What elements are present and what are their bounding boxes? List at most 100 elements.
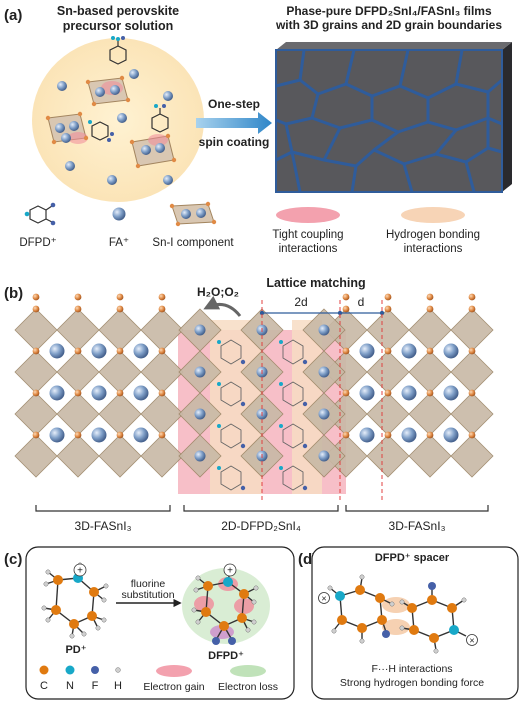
atom-carbon-swatch (39, 665, 49, 675)
iodide-ion (158, 431, 166, 439)
legend-dfpd-label: DFPD⁺ (19, 237, 56, 249)
iodide-ion (74, 389, 82, 397)
legend-sni-icon (169, 201, 217, 227)
electron-gain-swatch (156, 665, 192, 677)
atom-label: F (92, 680, 99, 692)
spacer-ring (282, 381, 304, 407)
fluorine-substitution-line2: substitution (121, 589, 174, 601)
fa-cation (133, 343, 149, 359)
iodide-ion (384, 305, 392, 313)
iodide-ion (74, 347, 82, 355)
dfpd-molecule-3 (151, 104, 169, 133)
iodide-ion (74, 305, 82, 313)
sn-octahedron (98, 308, 142, 352)
fa-cation (401, 385, 417, 401)
pd-molecule: + (41, 562, 109, 639)
sn-octahedron (450, 350, 494, 394)
grain-boundaries (275, 49, 503, 193)
sn-octahedron (14, 392, 58, 436)
panel-label-a: (a) (4, 7, 22, 24)
panel-a-legend: DFPD⁺ FA⁺ Sn-I component Tight coupling … (19, 201, 480, 255)
sn-octahedron (14, 308, 58, 352)
atom-legend: C N F H Electron gain Electron loss (39, 665, 278, 693)
svg-text:+: + (77, 566, 83, 577)
iodide-ion (384, 389, 392, 397)
fa-cation (443, 427, 459, 443)
sn-octahedron (14, 434, 58, 478)
fluorine-atom (240, 401, 246, 407)
nitrogen-atom (279, 382, 283, 386)
iodide-ion (426, 305, 434, 313)
sn-center (194, 324, 206, 336)
spin-coating-arrow (196, 112, 272, 134)
legend-dfpd-icon (24, 202, 56, 226)
region-brackets (35, 505, 489, 512)
panel-d-box (311, 546, 519, 700)
legend-tight-coupling-line1: Tight coupling (272, 229, 343, 241)
iodide-ion (468, 347, 476, 355)
spin-coating-label-line1: One-step (208, 97, 260, 111)
lattice-matching-label: Lattice matching (266, 276, 365, 290)
region-label-middle: 2D-DFPD₂SnI₄ (221, 519, 301, 533)
solution-molecules (45, 36, 177, 185)
dimension-2d-label: 2d (294, 295, 307, 309)
spacer-ring (220, 381, 242, 407)
iodide-ion (32, 293, 40, 301)
sn-octahedron (98, 350, 142, 394)
sn-octahedron (366, 350, 410, 394)
fa-cation (91, 343, 107, 359)
positive-charge-icon (318, 592, 330, 604)
sn-center (318, 324, 330, 336)
spacer-molecule-left: × (318, 574, 395, 644)
iodide-ion (32, 431, 40, 439)
legend-tight-coupling-swatch (276, 207, 340, 223)
film-title-line2: with 3D grains and 2D grain boundaries (275, 18, 502, 32)
film-title-line1: Phase-pure DFPD₂SnI₄/FASnI₃ films (286, 4, 492, 18)
atom-label: N (66, 680, 74, 692)
panel-a: (a) Sn-based perovskite precursor soluti… (4, 4, 512, 255)
iodide-ion (116, 293, 124, 301)
sn-octahedron (450, 308, 494, 352)
iodide-ion (32, 347, 40, 355)
legend-hydrogen-bonding-line2: interactions (404, 243, 463, 255)
sn-octahedron (56, 350, 100, 394)
precursor-title-line2: precursor solution (63, 19, 173, 33)
sn-octahedron (98, 392, 142, 436)
fluorine-atom (302, 359, 308, 365)
iodide-ion (426, 293, 434, 301)
fluorine-atom (302, 485, 308, 491)
fa-cation (49, 427, 65, 443)
film-block (275, 42, 512, 193)
sn-octahedron (408, 308, 452, 352)
sn-octahedron (366, 434, 410, 478)
atom-label: C (40, 680, 48, 692)
iodide-ion (426, 431, 434, 439)
sn-octahedron (408, 434, 452, 478)
fa-cation (163, 175, 173, 185)
fluorine-atom (240, 359, 246, 365)
panel-label-b: (b) (4, 285, 23, 302)
fa-cation (107, 175, 117, 185)
fluorine-atom (240, 485, 246, 491)
nitrogen-atom (217, 466, 221, 470)
electron-loss-swatch (230, 665, 266, 677)
iodide-ion (342, 431, 350, 439)
fluorine-atom (302, 443, 308, 449)
iodide-ion (158, 305, 166, 313)
sni-component-3 (129, 133, 177, 169)
gas-label: H₂O;O₂ (197, 285, 239, 299)
nitrogen-atom (279, 340, 283, 344)
iodide-ion (116, 347, 124, 355)
atom-label: H (114, 680, 122, 692)
positive-charge-icon (223, 563, 237, 577)
fa-cation (91, 385, 107, 401)
dfpd-label: DFPD⁺ (208, 650, 244, 662)
fa-cation (359, 385, 375, 401)
fa-cation (443, 385, 459, 401)
fa-cation (443, 343, 459, 359)
legend-fa-icon (112, 207, 126, 221)
legend-fa-label: FA⁺ (109, 237, 129, 249)
legend-hydrogen-bonding-line1: Hydrogen bonding (386, 229, 480, 241)
sn-octahedron (56, 308, 100, 352)
